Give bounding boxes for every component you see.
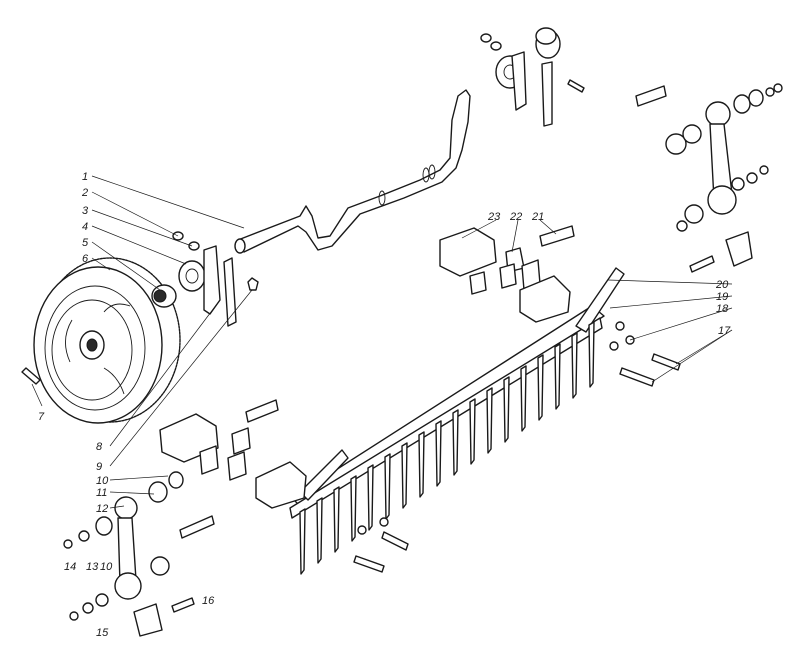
- lower-connecting-rod: [63, 471, 215, 637]
- rake-tooth: [452, 409, 459, 476]
- rake-tooth: [520, 365, 527, 432]
- callout-15: 15: [96, 627, 109, 639]
- rake-teeth: [299, 321, 595, 575]
- rake-tooth: [333, 486, 340, 553]
- rake-tooth: [537, 354, 544, 421]
- callout-10: 10: [96, 475, 109, 487]
- lower-guide-blocks: [159, 399, 307, 509]
- crankshaft: [234, 89, 471, 254]
- left-bearing-group: [151, 231, 259, 327]
- callout-12: 12: [96, 503, 108, 515]
- callout-labels: 1 2 3 4 5 6 7 8 9 10 11 12 13 10 14 15 1…: [38, 171, 731, 639]
- callout-23: 23: [487, 211, 501, 223]
- rake-tooth: [367, 464, 374, 531]
- leader-lines: [31, 175, 733, 509]
- callout-17: 17: [718, 325, 731, 337]
- callout-14: 14: [64, 561, 76, 573]
- rake-tooth: [384, 453, 391, 520]
- callout-19: 19: [716, 291, 728, 303]
- pulley: [33, 257, 181, 424]
- callout-13: 13: [86, 561, 99, 573]
- rake-tooth: [571, 332, 578, 399]
- callout-3: 3: [82, 205, 89, 217]
- callout-10b: 10: [100, 561, 113, 573]
- callout-18: 18: [716, 303, 729, 315]
- rake-tooth: [316, 497, 323, 564]
- callout-8: 8: [96, 441, 103, 453]
- rake-tooth: [299, 508, 306, 575]
- callout-1: 1: [82, 171, 88, 183]
- callout-6: 6: [82, 253, 89, 265]
- rake-tooth: [435, 420, 442, 487]
- callout-21: 21: [531, 211, 544, 223]
- rake-bolts: [353, 321, 681, 573]
- key-part: [21, 367, 41, 385]
- upper-guide-blocks: [439, 225, 575, 323]
- rake-tooth: [588, 321, 595, 388]
- callout-9: 9: [96, 461, 102, 473]
- callout-22: 22: [509, 211, 522, 223]
- rake-tooth: [503, 376, 510, 443]
- callout-5: 5: [82, 237, 89, 249]
- callout-2: 2: [81, 187, 88, 199]
- callout-4: 4: [82, 221, 88, 233]
- callout-7: 7: [38, 411, 45, 423]
- rake-tooth: [469, 398, 476, 465]
- top-bearing-group: [480, 27, 585, 127]
- callout-11: 11: [96, 487, 107, 499]
- top-plate: [635, 85, 667, 107]
- right-connecting-rod: [665, 83, 783, 273]
- rake-tooth: [418, 431, 425, 498]
- rake-tooth: [401, 442, 408, 509]
- rake-tooth: [350, 475, 357, 542]
- rake-tooth: [554, 343, 561, 410]
- callout-20: 20: [715, 279, 729, 291]
- callout-16: 16: [202, 595, 215, 607]
- rake-tooth: [486, 387, 493, 454]
